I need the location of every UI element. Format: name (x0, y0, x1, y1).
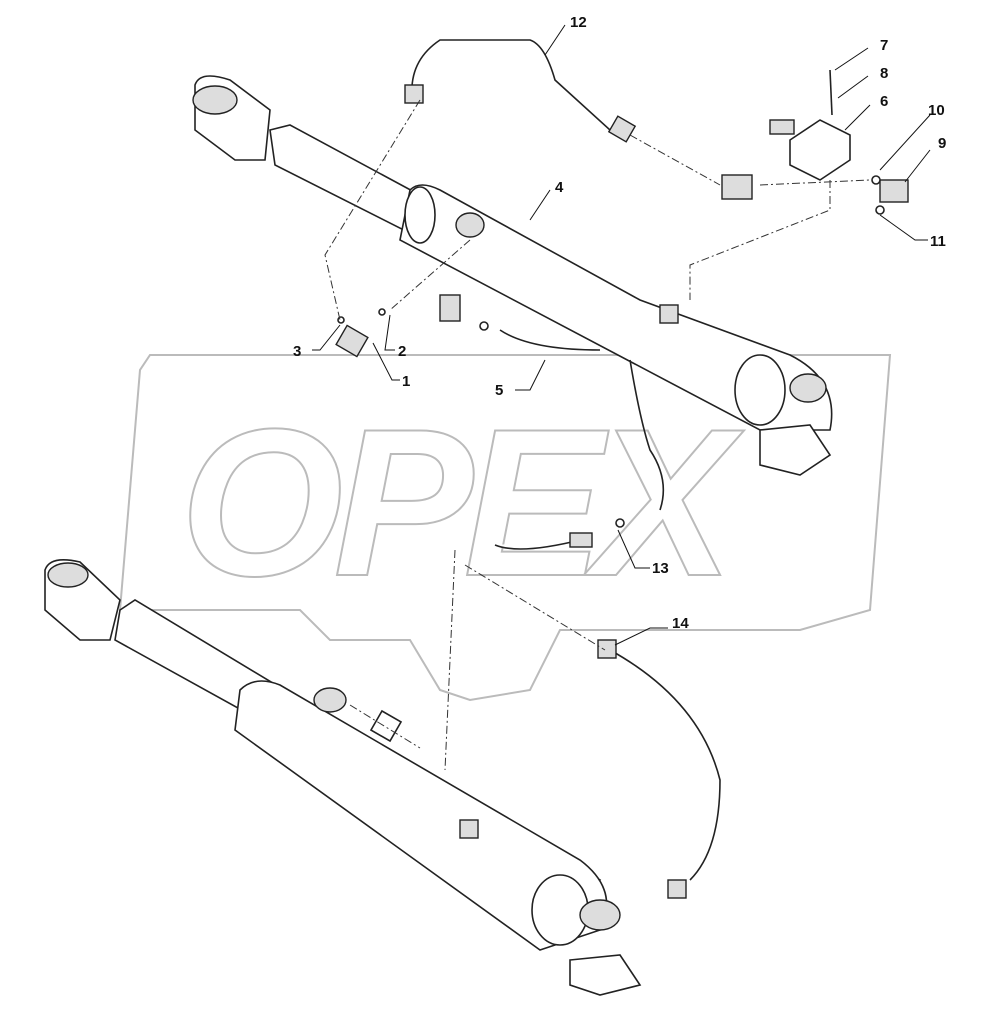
callout-3: 3 (293, 343, 301, 360)
fittings (335, 294, 625, 548)
callout-1: 1 (402, 373, 410, 390)
callout-11: 11 (930, 233, 946, 250)
callout-12: 12 (570, 14, 587, 31)
callout-5: 5 (495, 382, 503, 399)
callout-14: 14 (672, 615, 689, 632)
lower-cylinder (44, 559, 642, 996)
callouts: 1 2 3 4 5 6 7 8 9 10 11 12 13 14 (293, 14, 946, 646)
callout-10: 10 (928, 102, 945, 119)
valve-block (721, 69, 909, 215)
callout-8: 8 (880, 65, 888, 82)
callout-13: 13 (652, 560, 669, 577)
connection-lines (324, 99, 871, 771)
callout-6: 6 (880, 93, 888, 110)
callout-4: 4 (555, 179, 564, 196)
callout-2: 2 (398, 343, 406, 360)
tubes (404, 39, 721, 899)
callout-7: 7 (880, 37, 888, 54)
upper-cylinder (192, 75, 833, 476)
callout-9: 9 (938, 135, 946, 152)
